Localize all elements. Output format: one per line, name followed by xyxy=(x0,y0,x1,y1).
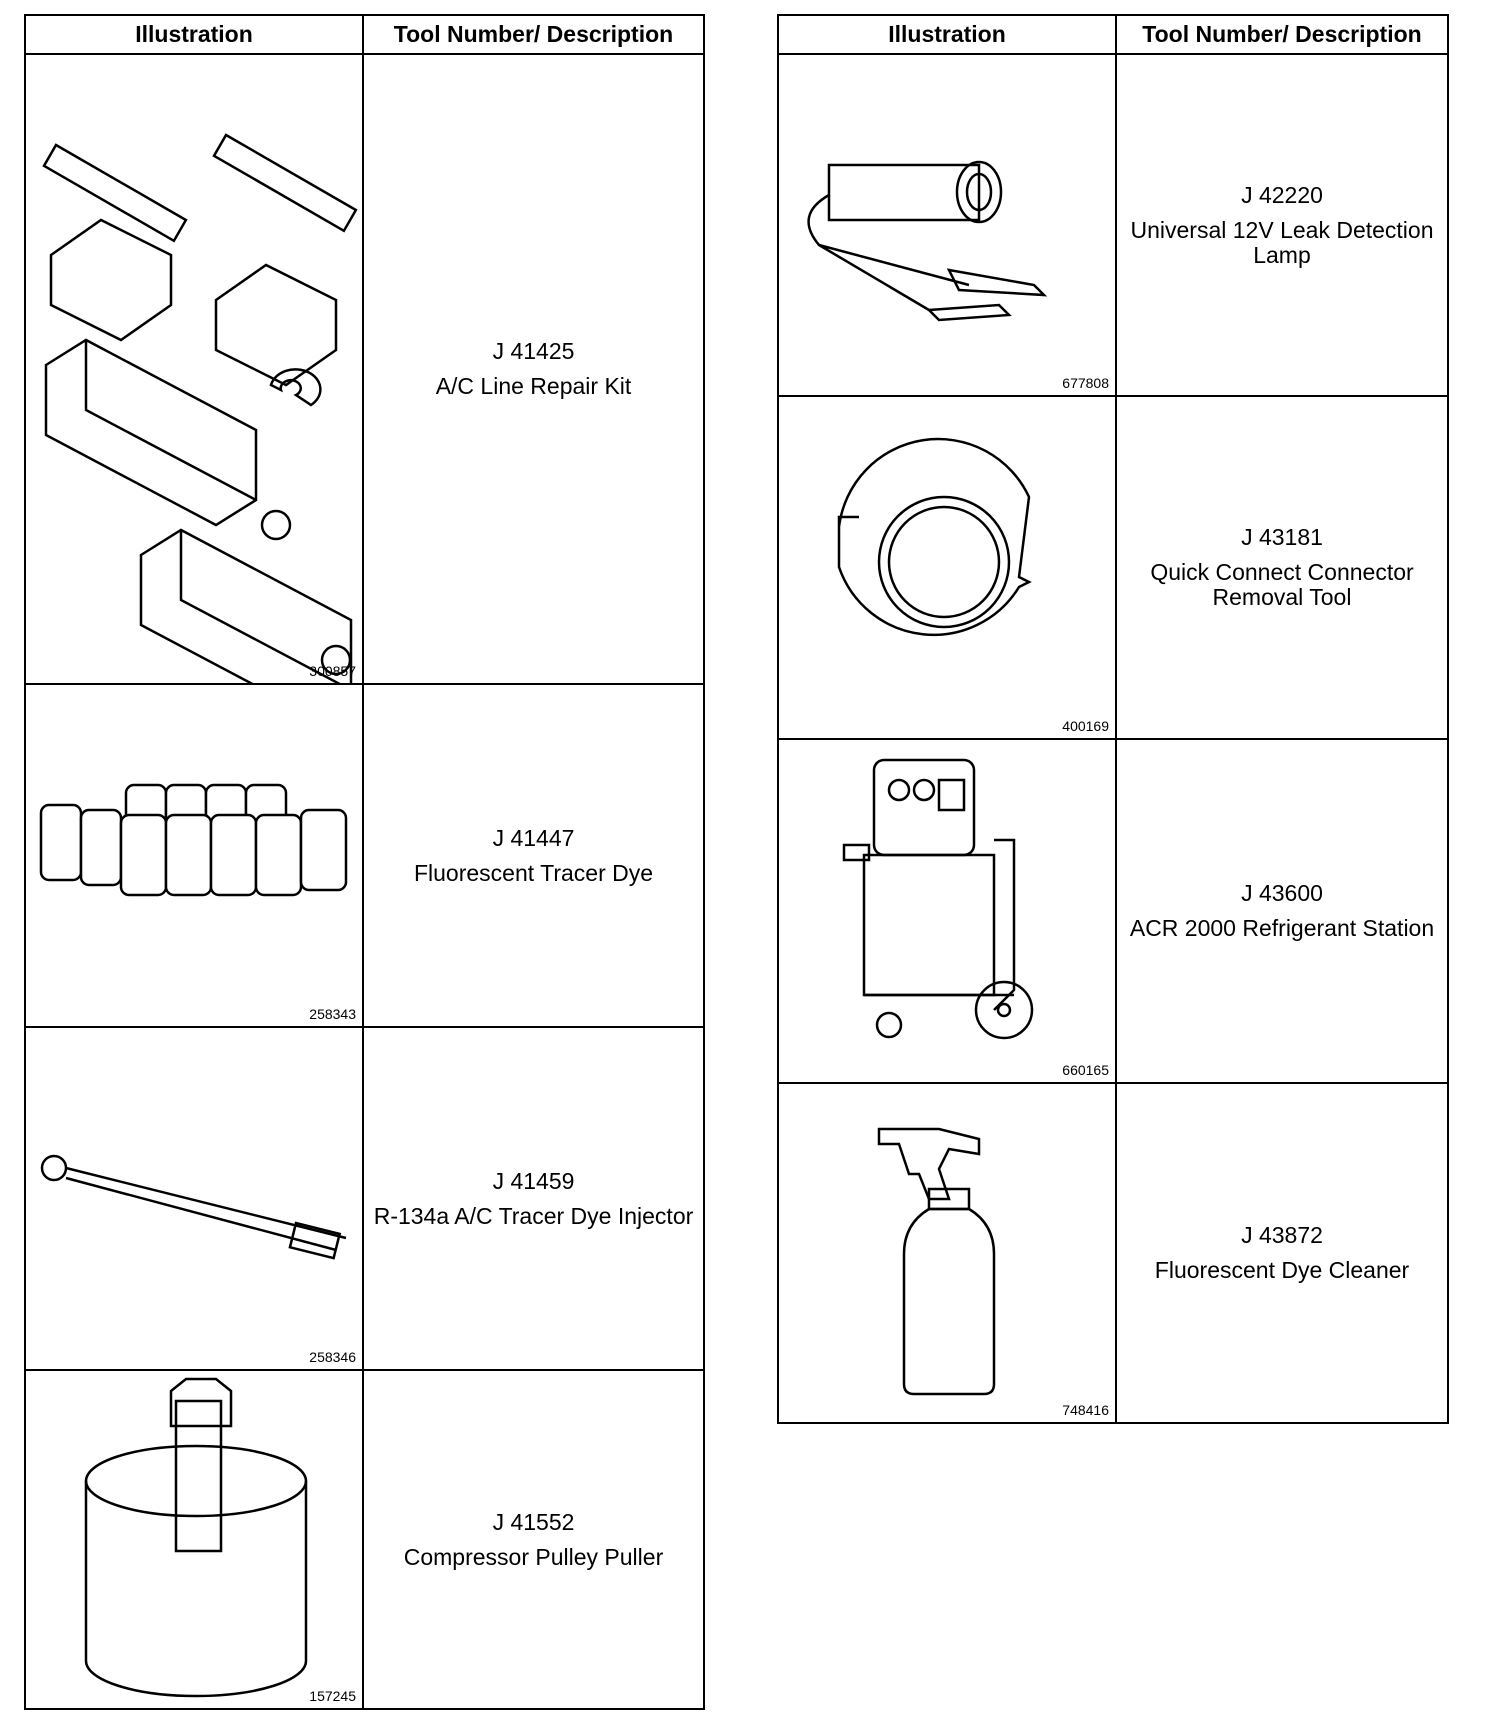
tracer-dye-bottles-icon xyxy=(39,783,348,897)
connector-removal-tool-icon xyxy=(837,437,1032,637)
pulley-puller-icon xyxy=(84,1377,308,1698)
tool-number: J 41459 xyxy=(492,1167,575,1194)
tool-name: Fluorescent Dye Cleaner xyxy=(1154,1257,1410,1283)
tool-name: Fluorescent Tracer Dye xyxy=(413,859,654,886)
figure-number: 748416 xyxy=(1062,1402,1109,1418)
tool-name: Universal 12V Leak Detection Lamp xyxy=(1130,216,1434,268)
figure-number: 400169 xyxy=(1062,718,1109,734)
figure-number: 300857 xyxy=(309,663,356,679)
figure-number: 157245 xyxy=(309,1688,356,1704)
tool-number: J 43600 xyxy=(1241,880,1323,906)
illustration-cell: 258346 xyxy=(24,1026,364,1371)
tool-name: ACR 2000 Refrigerant Station xyxy=(1129,915,1435,941)
figure-number: 258346 xyxy=(309,1349,356,1365)
illustration-cell: 400169 xyxy=(777,395,1117,740)
leak-detection-lamp-icon xyxy=(807,160,1048,322)
illustration-cell: 157245 xyxy=(24,1369,364,1710)
figure-number: 258343 xyxy=(309,1006,356,1022)
tool-name: R-134a A/C Tracer Dye Injector xyxy=(373,1202,694,1229)
tool-number: J 43872 xyxy=(1241,1222,1323,1248)
header-illustration: Illustration xyxy=(777,14,1117,55)
tool-name: Compressor Pulley Puller xyxy=(403,1543,664,1570)
header-description: Tool Number/ Description xyxy=(362,14,705,55)
illustration-cell: 258343 xyxy=(24,683,364,1028)
tool-number: J 41425 xyxy=(492,338,575,364)
illustration-cell: 660165 xyxy=(777,738,1117,1084)
tool-number: J 42220 xyxy=(1241,181,1323,208)
tool-number: J 43181 xyxy=(1241,524,1323,550)
tool-name: A/C Line Repair Kit xyxy=(435,373,632,399)
tool-number: J 41447 xyxy=(492,824,575,851)
tool-name: Quick Connect Connector Removal Tool xyxy=(1150,559,1414,610)
spray-bottle-icon xyxy=(877,1127,996,1396)
illustration-cell: 748416 xyxy=(777,1082,1117,1424)
refrigerant-station-icon xyxy=(842,758,1034,1040)
figure-number: 677808 xyxy=(1062,375,1109,391)
illustration-cell: 677808 xyxy=(777,53,1117,397)
illustration-cell: 300857 xyxy=(24,53,364,685)
figure-number: 660165 xyxy=(1062,1062,1109,1078)
dye-injector-icon xyxy=(40,1154,347,1260)
header-description: Tool Number/ Description xyxy=(1115,14,1449,55)
header-illustration: Illustration xyxy=(24,14,364,55)
ac-line-repair-kit-icon xyxy=(42,133,358,683)
tool-number: J 41552 xyxy=(492,1508,575,1535)
